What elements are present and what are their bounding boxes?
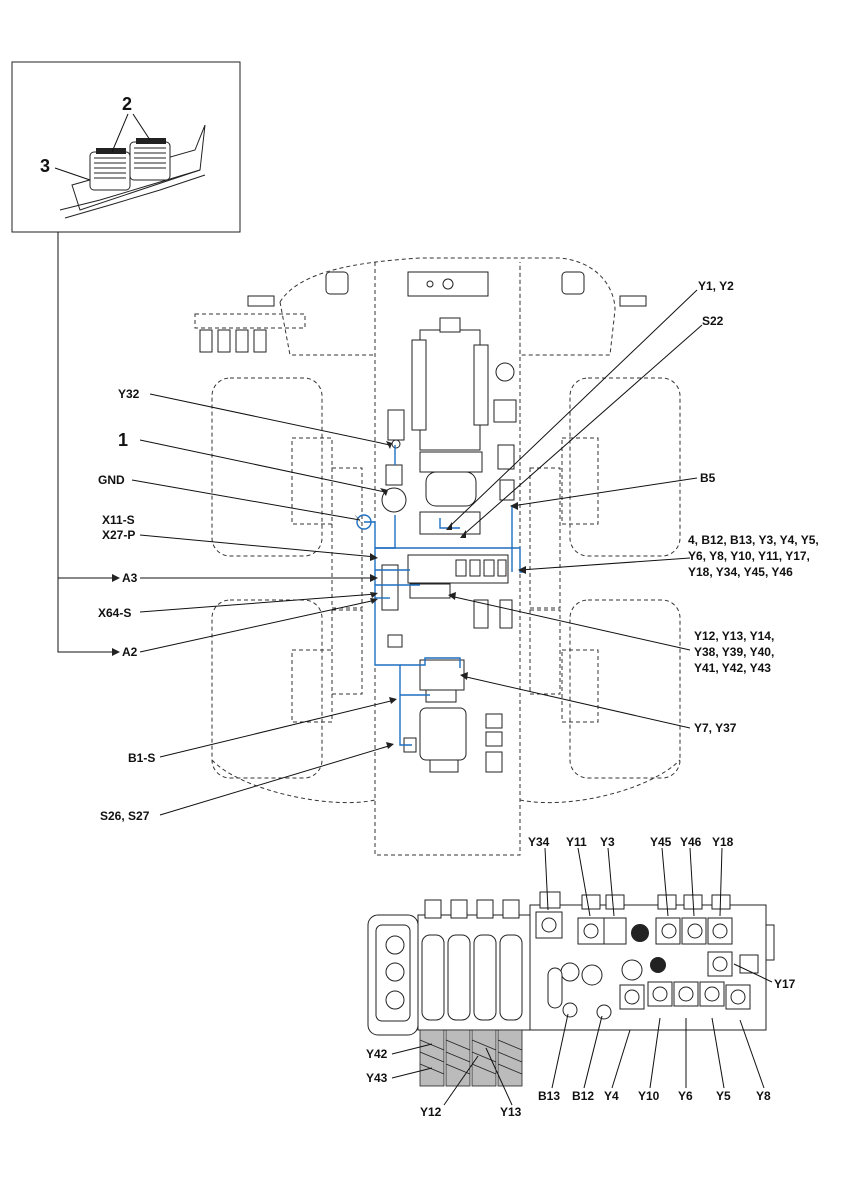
inset-connector-lines — [57, 232, 120, 656]
pump-assembly — [419, 707, 467, 761]
wheel-rear-right — [569, 599, 681, 779]
label-y34: Y34 — [528, 835, 550, 849]
wiring-harness — [356, 445, 525, 746]
label-y8: Y8 — [756, 1089, 771, 1103]
left-labels: Y32 1 GND X11-S X27-P A3 X64-S A2 B1-S S… — [98, 387, 155, 823]
label-y46: Y46 — [680, 835, 702, 849]
label-y12: Y12 — [420, 1105, 442, 1119]
wheel-front-right — [569, 377, 681, 557]
right-labels: Y1, Y2 S22 B5 4, B12, B13, Y3, Y4, Y5, Y… — [688, 279, 819, 735]
label-group-a-line1: 4, B12, B13, Y3, Y4, Y5, — [688, 533, 819, 547]
inset-label-3: 3 — [40, 156, 50, 176]
label-y13: Y13 — [500, 1105, 522, 1119]
label-y1-y2: Y1, Y2 — [698, 279, 734, 293]
label-gnd: GND — [98, 473, 125, 487]
label-b12: B12 — [572, 1089, 594, 1103]
label-x11-s: X11-S — [102, 513, 135, 527]
connector-module-left — [89, 148, 131, 191]
label-group-a-line2: Y6, Y8, Y10, Y11, Y17, — [688, 549, 810, 563]
label-b1-s: B1-S — [128, 751, 155, 765]
label-y18: Y18 — [712, 835, 734, 849]
label-s22: S22 — [702, 314, 724, 328]
label-b5: B5 — [700, 471, 716, 485]
inset-detail: 2 3 — [11, 61, 241, 233]
label-x64-s: X64-S — [98, 606, 131, 620]
label-group-b-line2: Y38, Y39, Y40, — [694, 645, 774, 659]
spool-stack — [417, 899, 531, 1087]
label-y3: Y3 — [600, 835, 615, 849]
label-y7-y37: Y7, Y37 — [694, 721, 737, 735]
connector-module-right — [129, 138, 171, 181]
valve-labels: Y34 Y11 Y3 Y45 Y46 Y18 Y17 Y42 Y43 Y12 Y… — [366, 835, 796, 1119]
label-y32: Y32 — [118, 387, 140, 401]
label-b13: B13 — [538, 1089, 560, 1103]
label-a3: A3 — [122, 571, 138, 585]
valve-block-detail — [367, 891, 775, 1087]
label-y4: Y4 — [604, 1089, 619, 1103]
label-part-1: 1 — [118, 430, 128, 450]
label-x27-p: X27-P — [102, 528, 135, 542]
label-group-a-line3: Y18, Y34, Y45, Y46 — [688, 565, 793, 579]
valve-block-upper — [407, 554, 509, 584]
arrowheads — [354, 441, 526, 749]
label-group-b-line1: Y12, Y13, Y14, — [694, 629, 774, 643]
label-y6: Y6 — [678, 1089, 693, 1103]
label-y5: Y5 — [716, 1089, 731, 1103]
label-y45: Y45 — [650, 835, 672, 849]
solenoid-coils — [419, 1029, 523, 1087]
wheel-front-left — [211, 377, 323, 557]
machine-outline — [194, 257, 681, 856]
label-a2: A2 — [122, 645, 138, 659]
label-y10: Y10 — [638, 1089, 660, 1103]
central-components — [381, 317, 517, 773]
label-group-b-line3: Y41, Y42, Y43 — [694, 661, 771, 675]
wheel-rear-left — [211, 599, 323, 779]
inset-label-2: 2 — [122, 94, 132, 114]
label-y11: Y11 — [566, 835, 587, 849]
valve-leader-lines — [391, 847, 773, 1106]
label-y17: Y17 — [774, 977, 796, 991]
label-y42: Y42 — [366, 1047, 388, 1061]
leader-lines — [131, 289, 703, 816]
label-y43: Y43 — [366, 1071, 388, 1085]
label-s26-s27: S26, S27 — [100, 809, 150, 823]
